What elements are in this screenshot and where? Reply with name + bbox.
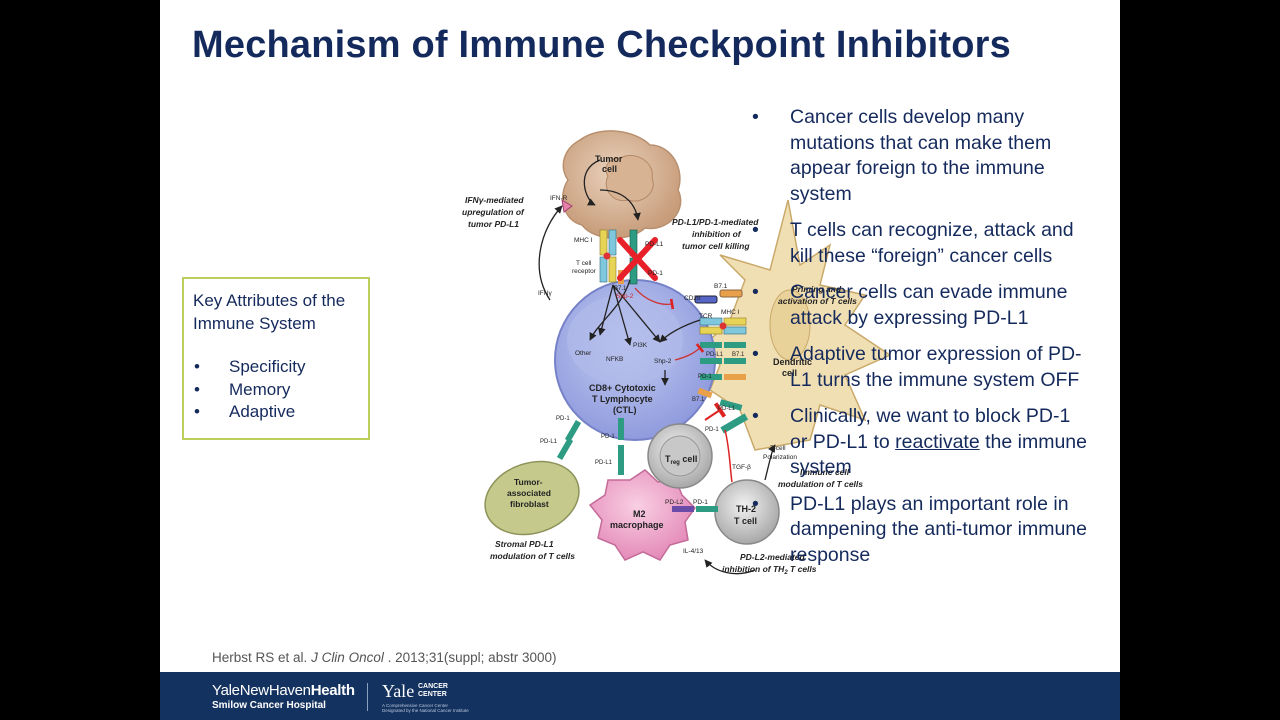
ctl-label-2: T Lymphocyte xyxy=(592,394,653,404)
other-label: Other xyxy=(575,350,592,357)
stromal-2: modulation of T cells xyxy=(490,551,575,561)
stromal-1: Stromal PD-L1 xyxy=(495,539,554,549)
fibroblast-label-3: fibroblast xyxy=(510,499,549,509)
lower-receptors xyxy=(556,413,749,512)
macrophage-label-1: M2 xyxy=(633,509,646,519)
bullet-item: •Clinically, we want to block PD-1 or PD… xyxy=(752,405,1087,478)
tcr-label: TCR xyxy=(699,313,713,320)
ifn-r-label: IFN-R xyxy=(550,195,568,202)
th2-label-1: TH-2 xyxy=(736,504,756,514)
tumor-cell-label: Tumor xyxy=(595,154,623,164)
treg-inhibit-line xyxy=(704,402,727,421)
pd-1-label-3: PD-1 xyxy=(693,499,708,506)
b7-label: B7.1 xyxy=(614,286,627,292)
bullet-item: •T cells can recognize, attack and kill … xyxy=(752,219,1074,267)
ifn-label-1: IFNγ-mediated xyxy=(465,195,524,205)
footer-bar: YaleNewHavenHealth Smilow Cancer Hospita… xyxy=(160,672,1120,720)
pdl2-mediated-1: PD-L2-mediated xyxy=(740,552,806,562)
citation: Herbst RS et al. J Clin Oncol . 2013;31(… xyxy=(212,650,557,665)
polarization-2: Polarization xyxy=(763,454,797,461)
immune-checkpoint-diagram: Tumor cell IFNγ-mediated upregulation of… xyxy=(462,130,890,576)
footer-divider xyxy=(367,683,368,711)
pd-l1-label: PD-L1 xyxy=(645,241,664,248)
signaling-arrows xyxy=(538,159,776,575)
pd-1-label: PD-1 xyxy=(648,270,663,277)
slide-title: Mechanism of Immune Checkpoint Inhibitor… xyxy=(192,24,1011,66)
ifn-receptor xyxy=(561,199,573,213)
ifn-label-2: upregulation of xyxy=(462,207,525,217)
priming-1: Priming and xyxy=(792,284,842,294)
tumor-cell-label-2: cell xyxy=(602,164,617,174)
key-attributes-title: Key Attributes of the Immune System xyxy=(193,291,346,333)
pdl1-inhibition-2: inhibition of xyxy=(692,229,742,239)
pd-l1-label-3: PD-L1 xyxy=(718,406,736,412)
bullet-item: •Cancer cells develop many mutations tha… xyxy=(752,106,1052,205)
ifn-label-3: tumor PD-L1 xyxy=(468,219,519,229)
polarization-line xyxy=(724,429,733,483)
tcr-label-1: T cell xyxy=(576,260,592,267)
fibroblast-label-1: Tumor- xyxy=(514,477,543,487)
bullet-item: •Adaptive tumor expression of PD-L1 turn… xyxy=(752,343,1082,391)
dendritic-label-2: cell xyxy=(782,368,797,378)
ctl-label-1: CD8+ Cytotoxic xyxy=(589,383,656,393)
ynhh-logo: YaleNewHavenHealth xyxy=(212,682,355,699)
fibroblast-label-2: associated xyxy=(507,488,551,498)
pd-1-label-2: PD-1 xyxy=(698,374,712,380)
pdl2-mediated-2: inhibition of TH2 T cells xyxy=(722,564,817,576)
treg-label: Treg cell xyxy=(665,454,697,466)
pd-l1-label-2: PD-L1 xyxy=(706,352,724,358)
immune-modulation-1: Immune cell xyxy=(800,467,850,477)
b7-label-2: B7.1 xyxy=(714,283,728,290)
bullet-item: •Cancer cells can evade immune attack by… xyxy=(752,281,1068,329)
key-attributes-list: •Specificity •Memory •Adaptive xyxy=(194,356,306,424)
ctl-dendritic-receptors xyxy=(694,289,747,411)
ctl-label-3: (CTL) xyxy=(613,405,637,415)
bullet-item: •PD-L1 plays an important role in dampen… xyxy=(752,492,1087,566)
il-label: IL-4/13 xyxy=(683,548,704,555)
key-attributes-box: Key Attributes of the Immune System •Spe… xyxy=(182,277,370,440)
bullet-list: •Cancer cells develop many mutations tha… xyxy=(750,105,1090,579)
pd-1-label-6: PD-1 xyxy=(705,427,719,433)
b7-label-3: B7.1 xyxy=(732,352,745,358)
dendritic-label-1: Dendritic xyxy=(773,357,812,367)
nfkb-label: NFKB xyxy=(606,356,623,363)
smilow-label: Smilow Cancer Hospital xyxy=(212,700,326,711)
yale-logo: Yale xyxy=(382,681,415,701)
immune-modulation-2: modulation of T cells xyxy=(778,479,863,489)
key-attribute-item: •Adaptive xyxy=(194,402,296,421)
mhc-label: MHC I xyxy=(574,237,593,244)
pdl1-inhibition-1: PD-L1/PD-1-mediated xyxy=(672,217,759,227)
ifn-gamma-label: IFNγ xyxy=(538,290,552,297)
pd-l1-label-5: PD-L1 xyxy=(595,460,613,466)
pi3k-label: PI3K xyxy=(633,342,648,349)
pd-1-label-5: PD-1 xyxy=(601,434,615,440)
pdl1-inhibition-3: tumor cell killing xyxy=(682,241,750,251)
tcr-label-2: receptor xyxy=(572,268,597,275)
slide: Mechanism of Immune Checkpoint Inhibitor… xyxy=(160,0,1120,720)
shp2-label: Shp-2 xyxy=(654,358,672,365)
key-attribute-item: •Specificity xyxy=(194,357,306,376)
macrophage-label-2: macrophage xyxy=(610,520,664,530)
tgf-label: TGF-β xyxy=(732,464,751,471)
key-attribute-item: •Memory xyxy=(194,379,291,399)
cancer-center-subtitle: A Comprehensive Cancer Center Designated… xyxy=(382,703,469,713)
th2-label-2: T cell xyxy=(734,516,757,526)
mhc-label-2: MHC I xyxy=(721,309,740,316)
shp2-label-top: Shp-2 xyxy=(616,293,634,300)
b7-label-4: B7.1 xyxy=(692,397,705,403)
polarization-1: T-cell xyxy=(770,445,786,452)
pd-l2-label: PD-L2 xyxy=(665,499,684,506)
priming-2: activation of T cells xyxy=(778,296,857,306)
block-x-mark xyxy=(617,237,658,281)
fibroblast-cell xyxy=(484,460,580,536)
underlined-word: reactivate xyxy=(895,430,980,453)
pd-l1-label-4: PD-L1 xyxy=(540,439,558,445)
pd-1-label-4: PD-1 xyxy=(556,416,570,422)
cd28-label: CD28 xyxy=(684,295,701,302)
dendritic-nucleus xyxy=(769,289,811,361)
